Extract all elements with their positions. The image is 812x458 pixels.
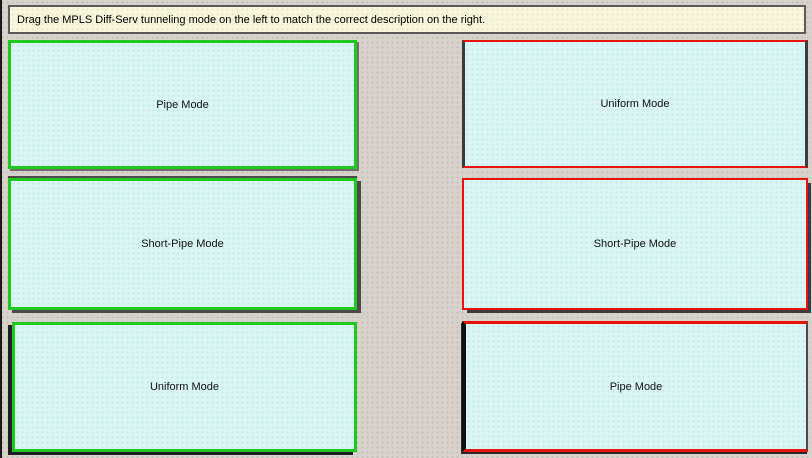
instruction-text: Drag the MPLS Diff-Serv tunneling mode o…: [17, 13, 486, 26]
drop-target-uniform-mode[interactable]: Uniform Mode: [462, 40, 808, 168]
drop-target-short-pipe-mode[interactable]: Short-Pipe Mode: [462, 178, 808, 310]
drag-item-uniform-mode[interactable]: Uniform Mode: [12, 322, 357, 452]
drop-target-label: Uniform Mode: [600, 98, 670, 110]
drop-target-pipe-mode[interactable]: Pipe Mode: [462, 321, 808, 452]
instruction-banner: Drag the MPLS Diff-Serv tunneling mode o…: [8, 5, 806, 34]
drag-item-pipe-mode[interactable]: Pipe Mode: [8, 40, 357, 169]
drag-item-short-pipe-mode[interactable]: Short-Pipe Mode: [8, 178, 357, 310]
drop-target-label: Pipe Mode: [609, 380, 663, 393]
drag-item-label: Uniform Mode: [149, 381, 220, 393]
drag-item-label: Pipe Mode: [156, 98, 209, 111]
drop-target-label: Short-Pipe Mode: [593, 238, 677, 250]
drag-item-label: Short-Pipe Mode: [141, 238, 224, 250]
